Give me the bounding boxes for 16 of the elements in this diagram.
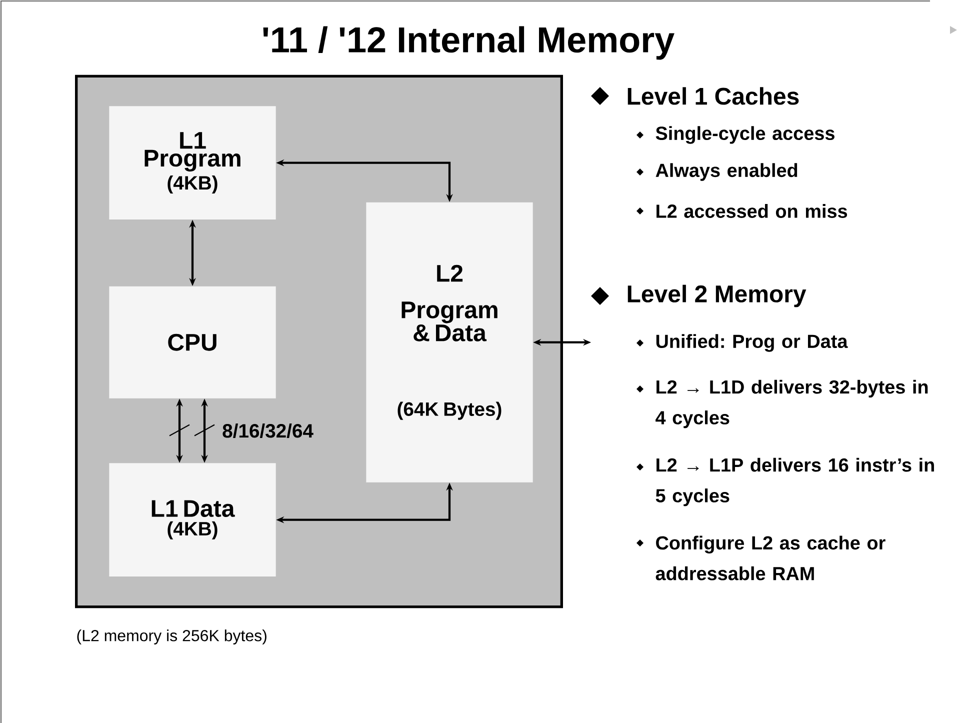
bullet-text: L2 → L1P delivers 16 instr’s in 5 cycles xyxy=(656,458,934,506)
bullet-text: Single-cycle access xyxy=(656,126,834,144)
memory-block: L2 Program & Data (64K Bytes) xyxy=(366,202,533,482)
memory-block: L1 Program (4KB) xyxy=(109,106,276,220)
bullet-heading: Level 1 Caches xyxy=(628,87,799,105)
bullet-text: Unified: Prog or Data xyxy=(656,334,848,352)
bullet-text: Always enabled xyxy=(656,163,798,181)
caption: (L2 memory is 256K bytes) xyxy=(77,630,266,644)
memory-block: CPU xyxy=(109,286,276,398)
bullet-text: L2 accessed on miss xyxy=(656,204,848,218)
edge-label: 8/16/32/64 xyxy=(220,422,315,440)
bullet-heading: Level 2 Memory xyxy=(628,284,806,308)
memory-block: L1 Data (4KB) xyxy=(109,463,276,576)
bullet-text: Configure L2 as cache or addressable RAM xyxy=(656,536,886,580)
title: '11 / '12 Internal Memory xyxy=(263,26,674,60)
bullet-text: L2 → L1D delivers 32-bytes in 4 cycles xyxy=(656,380,928,428)
